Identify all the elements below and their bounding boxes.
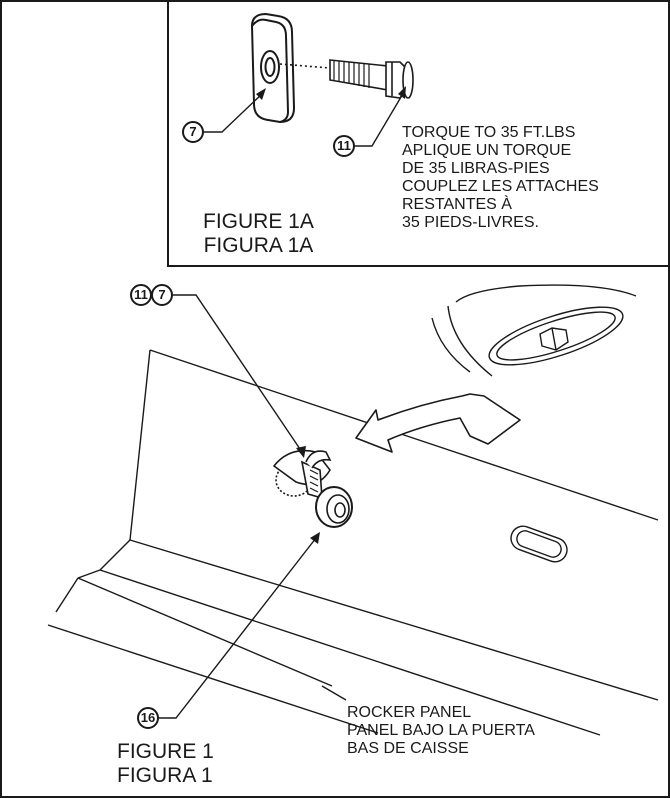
- inset-leaders: [203, 91, 405, 147]
- figure-title-line: FIGURE 1: [117, 740, 214, 763]
- arrowhead: [296, 446, 306, 458]
- torque-note-line: COUPLEZ LES ATTACHES: [402, 178, 599, 195]
- panel-label-line: BAS DE CAISSE: [347, 740, 469, 757]
- arrowhead: [310, 532, 320, 544]
- inset-bolt-drawing: [279, 59, 414, 99]
- callout-plate-main: 7: [151, 284, 173, 306]
- fastener-assembly-drawing: [272, 449, 353, 528]
- rocker-panel-drawing: [47, 349, 659, 736]
- torque-note: TORQUE TO 35 FT.LBS APLIQUE UN TORQUE DE…: [402, 124, 599, 232]
- torque-note-line: 35 PIEDS-LIVRES.: [402, 214, 539, 231]
- figure-title-line: FIGURE 1A: [203, 210, 314, 233]
- panel-label-line: PANEL BAJO LA PUERTA: [347, 722, 535, 739]
- callout-bolt-inset: 11: [333, 135, 355, 157]
- mount-detail-drawing: [431, 284, 637, 377]
- figure-title-line: FIGURA 1: [117, 764, 213, 787]
- callout-bolt-main: 11: [130, 284, 152, 306]
- figure-1-title: FIGURE 1 FIGURA 1: [117, 740, 214, 788]
- torque-note-line: APLIQUE UN TORQUE: [402, 142, 572, 159]
- torque-note-line: DE 35 LIBRAS-PIES: [402, 160, 550, 177]
- torque-note-line: TORQUE TO 35 FT.LBS: [402, 124, 576, 141]
- arrowhead: [256, 88, 266, 100]
- figure-title-line: FIGURA 1A: [203, 234, 314, 257]
- figure-1a-title: FIGURE 1A FIGURA 1A: [203, 210, 314, 258]
- main-leaders: [158, 294, 347, 719]
- rocker-panel-label: ROCKER PANEL PANEL BAJO LA PUERTA BAS DE…: [347, 704, 535, 758]
- panel-label-line: ROCKER PANEL: [347, 704, 472, 721]
- inset-border: [167, 1, 669, 267]
- callout-washer-main: 16: [137, 707, 159, 729]
- inset-plate-drawing: [250, 12, 296, 124]
- callout-plate-inset: 7: [182, 121, 204, 143]
- insertion-arrow: [355, 393, 521, 453]
- torque-note-line: RESTANTES À: [402, 196, 512, 213]
- arrowhead: [398, 86, 406, 99]
